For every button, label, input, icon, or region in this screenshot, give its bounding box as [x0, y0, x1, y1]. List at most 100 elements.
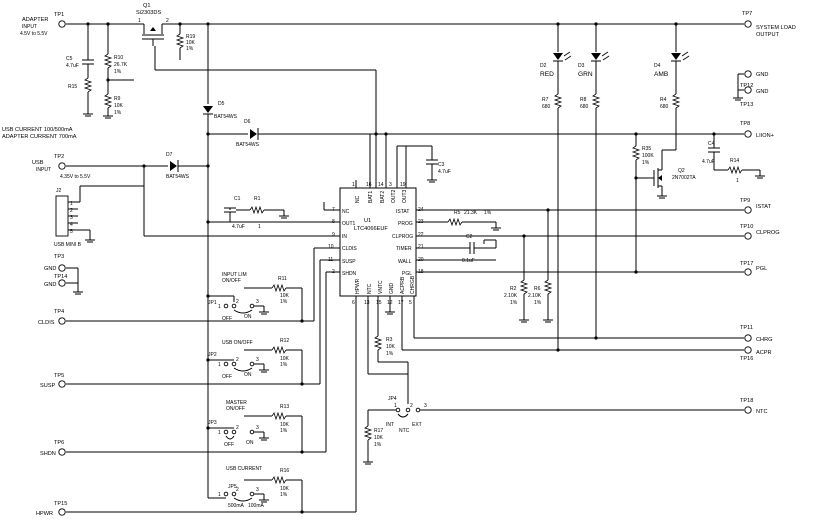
svg-text:OFF: OFF: [222, 316, 232, 322]
svg-text:10K: 10K: [280, 293, 290, 299]
svg-text:680: 680: [660, 104, 669, 110]
svg-text:R9: R9: [114, 96, 121, 102]
q1-mosfet: Q1 Si2303DS 1 2: [136, 3, 376, 71]
svg-text:R1: R1: [254, 196, 261, 202]
tp18-ntc[interactable]: TP18 NTC: [740, 398, 768, 415]
tp8-liion[interactable]: TP8 LIION+: [740, 121, 774, 139]
svg-text:1: 1: [70, 201, 73, 207]
svg-text:3: 3: [256, 299, 259, 305]
svg-text:USB MINI B: USB MINI B: [54, 242, 82, 248]
svg-text:HPWR: HPWR: [355, 278, 361, 294]
svg-text:2: 2: [166, 18, 169, 24]
tp15-hpwr[interactable]: TP15 HPWR: [36, 501, 67, 517]
c2-capacitor: C2 0.1uF: [452, 234, 497, 264]
svg-text:100mA: 100mA: [248, 503, 265, 509]
svg-text:1%: 1%: [280, 428, 288, 434]
r35-resistor: R35 100K 1%: [631, 134, 654, 274]
svg-text:ACPRB: ACPRB: [400, 276, 406, 294]
u1-wiring: [324, 70, 744, 512]
svg-text:R7: R7: [542, 97, 549, 103]
tp14-gnd[interactable]: TP14 GND: [44, 268, 83, 295]
tp2-usb-input[interactable]: TP2 USB INPUT 4.35V to 5.5V: [32, 154, 91, 180]
svg-text:16: 16: [366, 182, 372, 188]
tp7-system-load[interactable]: TP7 SYSTEM LOAD OUTPUT: [742, 11, 796, 38]
svg-text:D4: D4: [654, 63, 661, 69]
svg-text:8: 8: [332, 219, 335, 225]
q2-mosfet: Q2 2N7002TA: [653, 150, 696, 199]
svg-text:AMB: AMB: [654, 71, 669, 78]
tp1-adapter-input[interactable]: TP1 ADAPTER INPUT 4.5V to 5.5V: [20, 12, 66, 37]
svg-text:C3: C3: [438, 162, 445, 168]
jp2-jumper[interactable]: USB ON/OFF JP2 ON OFF 1 2 3 R12 10K 1%: [206, 338, 303, 384]
svg-text:R19: R19: [186, 34, 195, 40]
svg-text:2: 2: [236, 357, 239, 363]
tp10-clprog[interactable]: TP10 CLPROG: [740, 224, 780, 240]
tp5-susp[interactable]: TP5 SUSP: [40, 373, 66, 389]
svg-text:R6: R6: [534, 286, 541, 292]
svg-text:GND: GND: [389, 283, 395, 295]
jp4-jumper[interactable]: JP4 INT EXT NTC 1 2 3 R17 10K 1%: [363, 374, 744, 465]
svg-text:C5: C5: [66, 56, 73, 62]
tp13-gnd[interactable]: TP13: [733, 97, 753, 108]
svg-text:4: 4: [70, 222, 73, 228]
svg-text:INPUT: INPUT: [36, 167, 51, 173]
svg-text:JP4: JP4: [388, 396, 397, 402]
tp11-chrg[interactable]: TP11 CHRG: [740, 325, 772, 343]
top-gnd-group: GND: [737, 70, 768, 98]
svg-text:0.1uF: 0.1uF: [462, 258, 475, 264]
d2-led-red: D2 RED R7 680: [540, 24, 572, 352]
jp3-jumper[interactable]: MASTER ON/OFF JP3 ON OFF 1 2 3 R13 10K 1…: [206, 400, 303, 452]
svg-text:CHRGB: CHRGB: [410, 275, 416, 294]
tp16-acpr[interactable]: TP16 ACPR: [740, 346, 772, 362]
svg-text:SYSTEM LOAD: SYSTEM LOAD: [756, 25, 796, 31]
svg-text:TP6: TP6: [54, 440, 64, 446]
r2-resistor: R2 2.10K 1%: [504, 234, 529, 323]
svg-text:JP1: JP1: [208, 300, 217, 306]
svg-text:ON: ON: [244, 372, 252, 378]
jp5-jumper[interactable]: USB CURRENT JP5 500mA 100mA 1 2 3 R16 10…: [208, 466, 303, 512]
svg-text:1%: 1%: [386, 351, 394, 357]
svg-text:21: 21: [418, 244, 424, 250]
r6-resistor: R6 2.10K 1%: [528, 208, 553, 323]
svg-text:TP18: TP18: [740, 398, 753, 404]
svg-text:C2: C2: [466, 234, 473, 240]
svg-text:Q2: Q2: [678, 168, 685, 174]
svg-text:TP11: TP11: [740, 325, 753, 331]
svg-text:1%: 1%: [186, 46, 194, 52]
svg-text:IN: IN: [342, 234, 347, 240]
svg-text:TP17: TP17: [740, 261, 753, 267]
tp9-istat[interactable]: TP9 ISTAT: [740, 198, 772, 214]
svg-text:EXT: EXT: [412, 422, 422, 428]
svg-text:R4: R4: [660, 97, 667, 103]
svg-text:OUT3: OUT3: [402, 189, 408, 203]
svg-text:U1: U1: [364, 218, 371, 224]
tp17-pgl[interactable]: TP17 PGL: [740, 261, 767, 276]
d5-diode: D5 BAT54WS: [203, 24, 238, 498]
tp4-cldis[interactable]: TP4 CLDIS: [38, 309, 66, 326]
jp1-jumper[interactable]: INPUT LIM ON/OFF JP1 ON OFF 1 2 3 R11 10…: [206, 272, 303, 322]
svg-text:LTC4066EUF: LTC4066EUF: [354, 226, 388, 232]
tp12-gnd[interactable]: TP12 GND: [738, 83, 768, 95]
svg-text:17: 17: [398, 300, 404, 306]
svg-text:15: 15: [376, 300, 382, 306]
svg-text:RED: RED: [540, 71, 554, 78]
svg-text:10K: 10K: [280, 422, 290, 428]
svg-text:ON: ON: [246, 440, 254, 446]
tp6-shdn[interactable]: TP6 SHDN: [40, 440, 66, 457]
u1-charger-ic: U1 LTC4066EUF NC OUT1 IN CLDIS SUSP SHDN…: [328, 182, 424, 306]
tp3-gnd[interactable]: TP3 GND: [44, 254, 78, 272]
svg-text:USB CURRENT: USB CURRENT: [226, 466, 262, 472]
svg-text:TP3: TP3: [54, 254, 64, 260]
svg-text:13: 13: [364, 300, 370, 306]
svg-text:D7: D7: [166, 152, 173, 158]
svg-text:4.7uF: 4.7uF: [232, 224, 245, 230]
svg-text:R12: R12: [280, 338, 289, 344]
svg-text:NTC: NTC: [756, 409, 768, 415]
c3-capacitor: C3 4.7uF: [426, 146, 451, 183]
svg-text:INPUT: INPUT: [22, 24, 37, 30]
svg-text:R3: R3: [386, 337, 393, 343]
svg-text:1%: 1%: [510, 300, 518, 306]
svg-text:TP5: TP5: [54, 373, 64, 379]
svg-text:TP1: TP1: [54, 12, 64, 18]
